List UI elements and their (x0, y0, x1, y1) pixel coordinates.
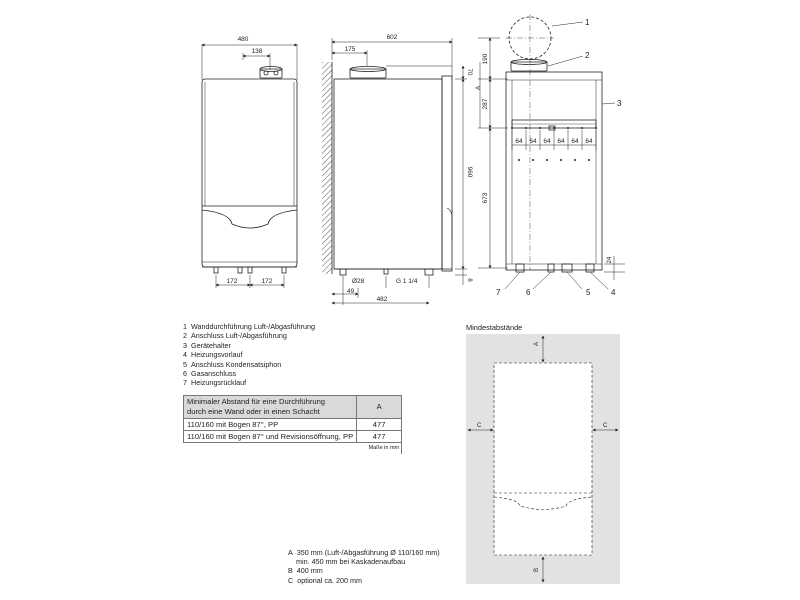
front-width-dim: 480 (238, 36, 249, 43)
back-673-dim: 673 (482, 192, 489, 203)
side-depth-dim: 482 (377, 296, 388, 303)
legend-item: 4 Heizungsvorlauf (183, 350, 243, 360)
note-a-extra: min. 450 mm bei Kaskadenaufbau (296, 557, 406, 567)
callout-5: 5 (586, 288, 591, 297)
back-spacing-6: 64 (585, 138, 593, 145)
front-left-dim: 172 (227, 278, 238, 285)
side-49-dim: 49 (347, 288, 355, 295)
back-spacing-1: 64 (515, 138, 523, 145)
table-unit-row: Maße in mm (183, 442, 403, 454)
side-height-dim: 960 (466, 167, 473, 178)
callout-1: 1 (585, 18, 590, 27)
front-offset-dim: 138 (252, 48, 263, 55)
clearance-diagram (466, 334, 620, 584)
back-pipe-height-dim: 190 (482, 53, 489, 64)
table-row: 110/160 mit Bogen 87° und Revisionsöffnu… (182, 430, 403, 443)
front-view (201, 43, 298, 288)
back-287-dim: 287 (482, 98, 489, 109)
note-c: C optional ca. 200 mm (288, 575, 362, 585)
back-24-dim: 24 (607, 256, 613, 263)
clearance-heading: Mindestabstände (466, 323, 523, 332)
clearance-left-label: C (477, 423, 482, 429)
back-spacing-4: 64 (557, 138, 565, 145)
clearance-top-label: A (534, 342, 540, 346)
front-right-dim: 172 (262, 278, 273, 285)
back-spacing-5: 64 (571, 138, 579, 145)
rail-markers (511, 127, 597, 161)
legend-item: 2 Anschluss Luft-/Abgasführung (183, 331, 287, 341)
clearance-bottom-label: B (534, 568, 540, 572)
side-top-height-dim: 70 (466, 69, 472, 76)
side-gas-dim: G 1 1/4 (396, 278, 418, 285)
side-flue-dim: 175 (345, 46, 356, 53)
back-spacing-3: 64 (543, 138, 551, 145)
clearance-right-label: C (603, 423, 608, 429)
legend-item: 1 Wanddurchführung Luft-/Abgasführung (183, 322, 315, 331)
wall-hatch (322, 62, 332, 274)
legend-item: 5 Anschluss Kondensatsiphon (183, 359, 282, 369)
back-view (478, 14, 625, 290)
side-diameter-dim: Ø28 (352, 278, 365, 285)
callout-3: 3 (617, 99, 622, 108)
side-bottom-dim: 8 (466, 278, 472, 282)
note-a: A 350 mm (Luft-/Abgasführung Ø 110/160 m… (288, 548, 440, 557)
note-b: B 400 mm (288, 566, 323, 576)
callout-4: 4 (611, 288, 616, 297)
legend-item: 7 Heizungsrücklauf (183, 378, 247, 388)
table-unit: Maße in mm (183, 442, 403, 454)
clearance-notes: A 350 mm (Luft-/Abgasführung Ø 110/160 m… (288, 548, 440, 585)
legend-item: 3 Gerätehalter (183, 340, 231, 350)
legend-item: 6 Gasanschluss (183, 369, 237, 379)
legend: 1 Wanddurchführung Luft-/Abgasführung 2 … (183, 322, 315, 388)
table-header-a: A (356, 395, 403, 419)
callout-6: 6 (526, 288, 531, 297)
back-a-dim: A (475, 85, 482, 90)
callout-7: 7 (496, 288, 501, 297)
callout-2: 2 (585, 51, 590, 60)
back-spacing-2: 64 (529, 138, 537, 145)
table-row: 110/160 mit Bogen 87°, PP 477 (182, 418, 403, 431)
side-width-dim: 602 (387, 34, 398, 41)
side-view (331, 38, 467, 305)
